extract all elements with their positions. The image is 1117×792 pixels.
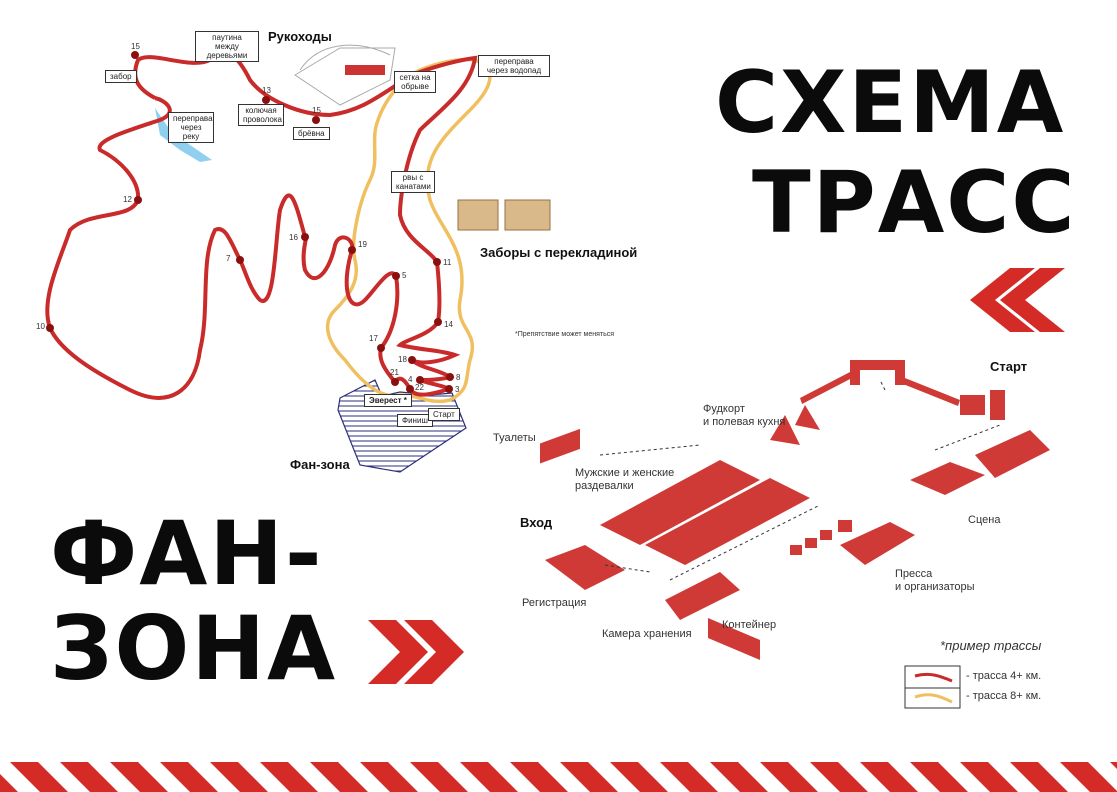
festival-buildings — [540, 360, 1050, 660]
title-line-1: СХЕМА — [715, 53, 1066, 153]
hazard-stripe — [560, 762, 618, 792]
checkpoint-number: 11 — [443, 258, 452, 267]
fest-start: Старт — [990, 359, 1028, 374]
fest-storage: Камера хранения — [602, 628, 692, 640]
hazard-stripe — [710, 762, 768, 792]
heading-fan-zone: Фан-зона — [290, 457, 350, 472]
chevrons-bottom — [368, 620, 464, 684]
hazard-stripe — [210, 762, 268, 792]
hazard-stripe — [1060, 762, 1117, 792]
monkey-bars-structure — [294, 44, 396, 106]
obstacle-label: переправа через водопад — [478, 55, 550, 77]
hazard-stripe — [660, 762, 718, 792]
legend-swatches — [904, 665, 961, 709]
hazard-stripe-band — [0, 756, 1117, 792]
fan-zone-title-1: ФАН- — [50, 502, 324, 605]
hazard-stripe — [0, 774, 18, 792]
hazard-stripe — [610, 762, 668, 792]
checkpoint-number: 14 — [444, 320, 453, 329]
hazard-stripe — [760, 762, 818, 792]
start-label: Старт — [428, 408, 460, 421]
hazard-stripe — [810, 762, 868, 792]
checkpoint-number: 10 — [36, 322, 45, 331]
hazard-stripe — [460, 762, 518, 792]
heading-fences: Заборы с перекладиной — [480, 245, 638, 260]
checkpoint-number: 5 — [402, 271, 407, 280]
fences-structure — [457, 199, 551, 231]
checkpoint-number: 4 — [408, 375, 413, 384]
fan-zone-title-2: ЗОНА — [50, 597, 338, 700]
hazard-stripe — [410, 762, 468, 792]
obstacle-label: рвы с канатами — [391, 171, 435, 193]
checkpoint-number: 3 — [455, 385, 460, 394]
hazard-stripe — [860, 762, 918, 792]
obstacle-label: колючая проволока — [238, 104, 284, 126]
fest-entrance: Вход — [520, 515, 553, 530]
fest-changing: Мужские и женские раздевалки — [575, 467, 675, 492]
checkpoint-number: 16 — [289, 233, 298, 242]
hazard-stripe — [1010, 762, 1068, 792]
checkpoint-number: 21 — [390, 368, 399, 377]
checkpoint-number: 15 — [312, 106, 321, 115]
hazard-stripe — [960, 762, 1018, 792]
obstacle-label: брёвна — [293, 127, 330, 140]
checkpoint-number: 22 — [415, 383, 424, 392]
hazard-stripe — [360, 762, 418, 792]
obstacle-label: сетка на обрыве — [394, 71, 436, 93]
hazard-stripe — [10, 762, 68, 792]
hazard-stripe — [60, 762, 118, 792]
fest-registration: Регистрация — [522, 597, 587, 609]
obstacle-note: *Препятствие может меняться — [515, 331, 615, 338]
checkpoint-number: 13 — [262, 86, 271, 95]
checkpoint-number: 19 — [358, 240, 367, 249]
fest-foodcourt: Фудкорт и полевая кухня — [703, 403, 786, 428]
fest-press: Пресса и организаторы — [895, 568, 975, 593]
checkpoint-number: 7 — [226, 254, 231, 263]
obstacle-label: переправа через реку — [168, 112, 214, 143]
hazard-stripe — [160, 762, 218, 792]
hazard-stripe — [510, 762, 568, 792]
checkpoint-number: 15 — [131, 42, 140, 51]
checkpoint-dots — [46, 51, 454, 393]
checkpoint-number: 8 — [456, 373, 461, 382]
legend-item: - трасса 8+ км. — [966, 690, 1042, 702]
obstacle-label: забор — [105, 70, 137, 83]
hazard-stripe — [910, 762, 968, 792]
fest-container: Контейнер — [722, 619, 777, 631]
checkpoint-number: 12 — [123, 195, 132, 204]
fest-stage: Сцена — [968, 514, 1001, 526]
river — [155, 108, 212, 162]
flow-arrows — [599, 379, 1001, 581]
hazard-stripe — [110, 762, 168, 792]
checkpoint-number: 18 — [398, 355, 407, 364]
legend-title: *пример трассы — [940, 638, 1042, 653]
heading-rukokhody: Рукоходы — [268, 29, 332, 44]
checkpoint-number: 17 — [369, 334, 378, 343]
track-8km — [325, 57, 492, 404]
obstacle-label: паутина между деревьями — [195, 31, 259, 62]
hazard-stripe — [310, 762, 368, 792]
hazard-stripe — [260, 762, 318, 792]
hazard-stripe — [1110, 762, 1117, 769]
chevrons-top — [970, 268, 1065, 332]
title-line-2: ТРАСС — [752, 153, 1077, 253]
obstacle-label: Эверест * — [364, 394, 412, 407]
legend-item: - трасса 4+ км. — [966, 670, 1042, 682]
fest-toilets: Туалеты — [493, 432, 536, 444]
